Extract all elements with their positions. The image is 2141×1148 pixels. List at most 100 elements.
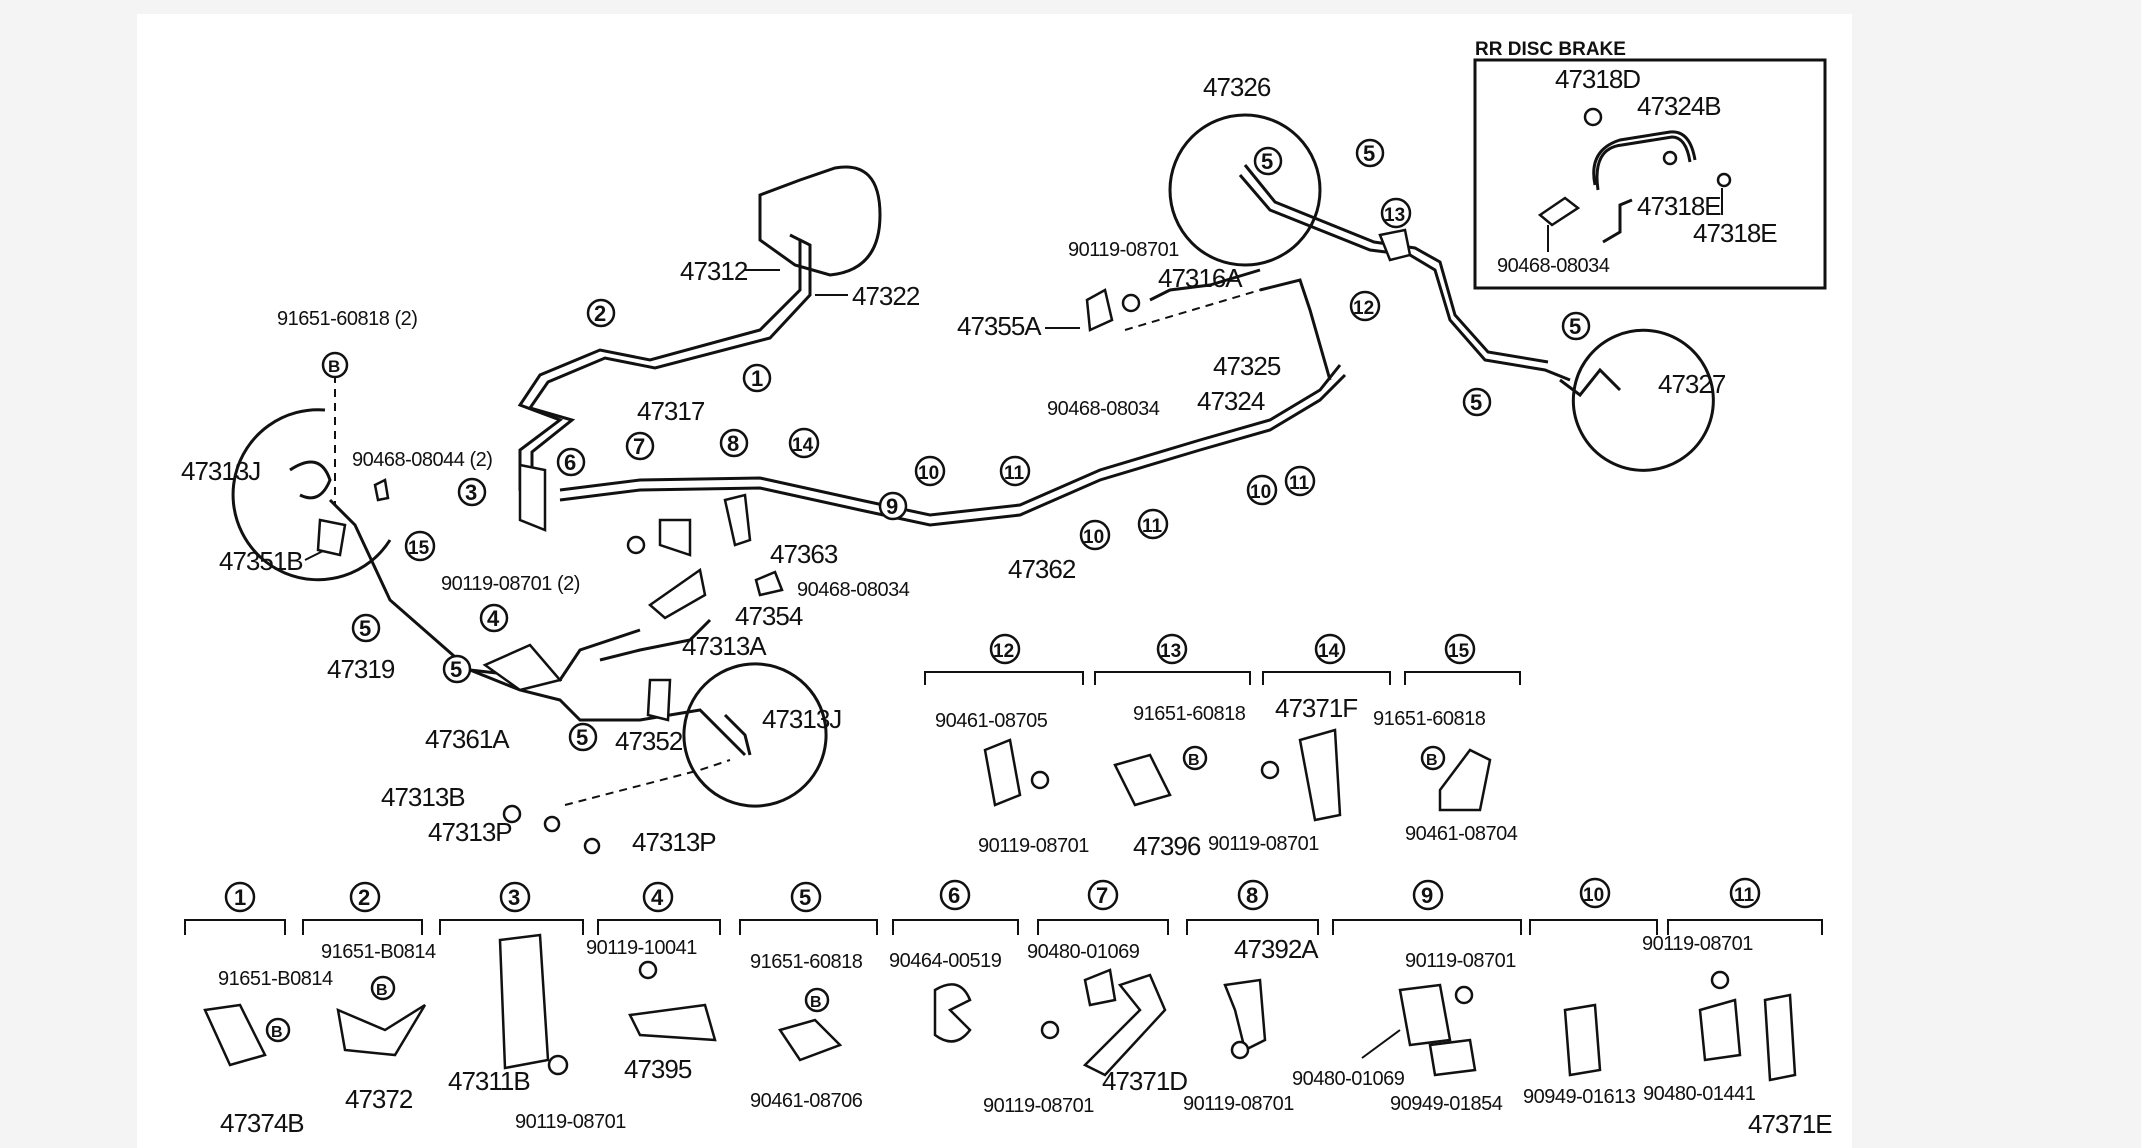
callout-5-c bbox=[1561, 311, 1591, 341]
svg-text:10: 10 bbox=[1083, 527, 1104, 548]
label-47355A: 47355A bbox=[957, 311, 1042, 341]
svg-text:B: B bbox=[1188, 752, 1200, 769]
svg-text:47371D: 47371D bbox=[1102, 1066, 1187, 1096]
svg-text:90480-01069: 90480-01069 bbox=[1292, 1068, 1405, 1090]
rear-flex-hose bbox=[1559, 367, 1622, 398]
callout-4 bbox=[479, 603, 509, 633]
svg-text:91651-B0814: 91651-B0814 bbox=[218, 968, 333, 990]
inset-frame bbox=[1473, 58, 1827, 290]
front-axle-plate-right bbox=[682, 662, 828, 808]
svg-text:8: 8 bbox=[1246, 883, 1258, 908]
label-90119-top: 90119-08701 bbox=[1068, 239, 1179, 261]
callouts-main: 2 1 3 6 7 8 14 9 10 11 10 11 10 11 5 5 1… bbox=[321, 138, 1591, 752]
svg-text:B: B bbox=[1426, 752, 1438, 769]
svg-text:5: 5 bbox=[1363, 141, 1375, 166]
svg-text:1: 1 bbox=[751, 366, 763, 391]
inset-title: RR DISC BRAKE bbox=[1475, 39, 1626, 60]
label-47354: 47354 bbox=[735, 601, 803, 631]
label-47327: 47327 bbox=[1658, 369, 1726, 399]
svg-text:90119-08701: 90119-08701 bbox=[1183, 1093, 1294, 1115]
label-47313B: 47313B bbox=[381, 782, 465, 812]
detail-callout-14 bbox=[1314, 633, 1346, 665]
svg-text:B: B bbox=[810, 994, 822, 1011]
front-flex-hose-left bbox=[289, 460, 332, 500]
callout-10-b bbox=[1079, 519, 1111, 551]
rear-left-plate bbox=[1168, 113, 1322, 267]
washer-47318E-2 bbox=[1716, 172, 1732, 188]
label-90468-08044: 90468-08044 (2) bbox=[352, 449, 492, 471]
svg-text:4: 4 bbox=[487, 606, 500, 631]
svg-text:10: 10 bbox=[1583, 885, 1604, 906]
detail-callout-8 bbox=[1237, 879, 1269, 911]
detail-callout-11 bbox=[1729, 877, 1761, 909]
svg-text:1: 1 bbox=[234, 885, 246, 910]
callout-11-a bbox=[999, 455, 1031, 487]
callout-10-c bbox=[1246, 474, 1278, 506]
callout-8 bbox=[719, 428, 749, 458]
svg-text:2: 2 bbox=[358, 885, 370, 910]
svg-text:5: 5 bbox=[1261, 149, 1273, 174]
callout-2 bbox=[586, 298, 616, 328]
svg-text:11: 11 bbox=[1734, 885, 1755, 906]
label-47313P-b: 47313P bbox=[632, 827, 716, 857]
label-47361A: 47361A bbox=[425, 724, 510, 754]
callout-3 bbox=[457, 477, 487, 507]
callout-5-a bbox=[1253, 146, 1283, 176]
washer-47318E bbox=[1662, 150, 1678, 166]
svg-text:5: 5 bbox=[799, 885, 811, 910]
svg-text:4: 4 bbox=[651, 885, 664, 910]
svg-text:47396: 47396 bbox=[1133, 831, 1201, 861]
svg-text:B: B bbox=[271, 1024, 283, 1041]
part-labels: 47326 47312 47322 90119-08701 47316A 473… bbox=[181, 72, 1727, 857]
front-flex-hose-right bbox=[723, 713, 752, 756]
svg-text:12: 12 bbox=[1353, 298, 1374, 319]
svg-text:5: 5 bbox=[359, 616, 371, 641]
detail-groups-mid: 12 90461-08705 90119-08701 13 91651-6081… bbox=[924, 633, 1521, 861]
detail-callout-1 bbox=[224, 881, 256, 913]
clip-90468-inset bbox=[1537, 196, 1581, 227]
label-47322: 47322 bbox=[852, 281, 920, 311]
svg-text:90949-01854: 90949-01854 bbox=[1390, 1093, 1503, 1115]
label-47317: 47317 bbox=[637, 396, 705, 426]
svg-text:90464-00519: 90464-00519 bbox=[889, 950, 1002, 972]
callout-14 bbox=[788, 427, 820, 459]
inset-pipe bbox=[1592, 130, 1697, 191]
detail-callout-4 bbox=[642, 881, 674, 913]
master-cylinder bbox=[758, 165, 882, 277]
callout-5-d bbox=[1462, 387, 1492, 417]
svg-text:90461-08704: 90461-08704 bbox=[1405, 823, 1518, 845]
label-90468-mid: 90468-08034 bbox=[1047, 398, 1160, 420]
label-47352: 47352 bbox=[615, 726, 683, 756]
svg-text:3: 3 bbox=[465, 480, 477, 505]
svg-text:B: B bbox=[376, 982, 388, 999]
detail-callout-10 bbox=[1579, 877, 1611, 909]
svg-text:91651-B0814: 91651-B0814 bbox=[321, 941, 436, 963]
svg-text:47371E: 47371E bbox=[1748, 1109, 1832, 1139]
callout-13 bbox=[1380, 197, 1412, 229]
svg-text:7: 7 bbox=[1096, 883, 1108, 908]
svg-text:6: 6 bbox=[564, 450, 576, 475]
svg-text:91651-60818: 91651-60818 bbox=[1373, 708, 1486, 730]
front-axle-plate-left bbox=[231, 408, 392, 582]
label-91651-left: 91651-60818 (2) bbox=[277, 308, 417, 330]
svg-text:9: 9 bbox=[1421, 883, 1433, 908]
label-47318E-a: 47318E bbox=[1637, 191, 1721, 221]
label-47319: 47319 bbox=[327, 654, 395, 684]
callout-15 bbox=[404, 530, 436, 562]
svg-text:90949-01613: 90949-01613 bbox=[1523, 1086, 1636, 1108]
callout-12 bbox=[1349, 290, 1381, 322]
svg-text:2: 2 bbox=[594, 301, 606, 326]
svg-text:11: 11 bbox=[1289, 473, 1310, 494]
svg-text:5: 5 bbox=[1569, 314, 1581, 339]
svg-text:B: B bbox=[328, 357, 340, 376]
svg-text:9: 9 bbox=[886, 494, 898, 519]
detail-callout-15 bbox=[1444, 633, 1476, 665]
detail-callout-6 bbox=[939, 879, 971, 911]
svg-text:90119-10041: 90119-10041 bbox=[586, 937, 697, 959]
svg-text:90119-08701: 90119-08701 bbox=[1405, 950, 1516, 972]
callout-b-left bbox=[321, 351, 349, 379]
detail-callout-5 bbox=[790, 881, 822, 913]
bolt-47318D bbox=[1583, 107, 1603, 127]
svg-text:47374B: 47374B bbox=[220, 1108, 304, 1138]
